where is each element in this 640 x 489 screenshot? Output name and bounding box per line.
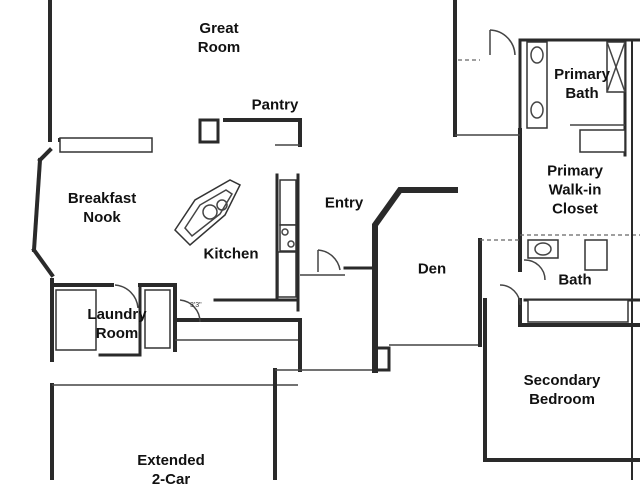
window: [59, 137, 153, 153]
room-label-breakfast-nook: Breakfast Nook: [67, 190, 137, 226]
doors: [114, 29, 546, 323]
room-label-primary-closet: Primary Walk-in Closet: [547, 162, 603, 218]
room-label-entry: Entry: [324, 194, 364, 212]
room-label-kitchen: Kitchen: [203, 245, 259, 263]
room-label-den: Den: [417, 260, 447, 278]
dimension-label: 3'3": [190, 302, 202, 309]
room-label-laundry-room: Laundry Room: [87, 306, 147, 342]
room-label-pantry: Pantry: [251, 96, 299, 114]
fixtures: [55, 41, 629, 351]
walls: [31, 0, 640, 480]
kitchen-island: [174, 179, 242, 247]
room-label-great-room: Great Room: [197, 20, 241, 56]
room-label-garage: Extended 2-Car: [137, 452, 205, 488]
room-label-primary-bath: Primary Bath: [554, 66, 610, 102]
room-label-bath: Bath: [558, 271, 592, 289]
room-label-secondary-bedroom: Secondary Bedroom: [523, 372, 601, 408]
